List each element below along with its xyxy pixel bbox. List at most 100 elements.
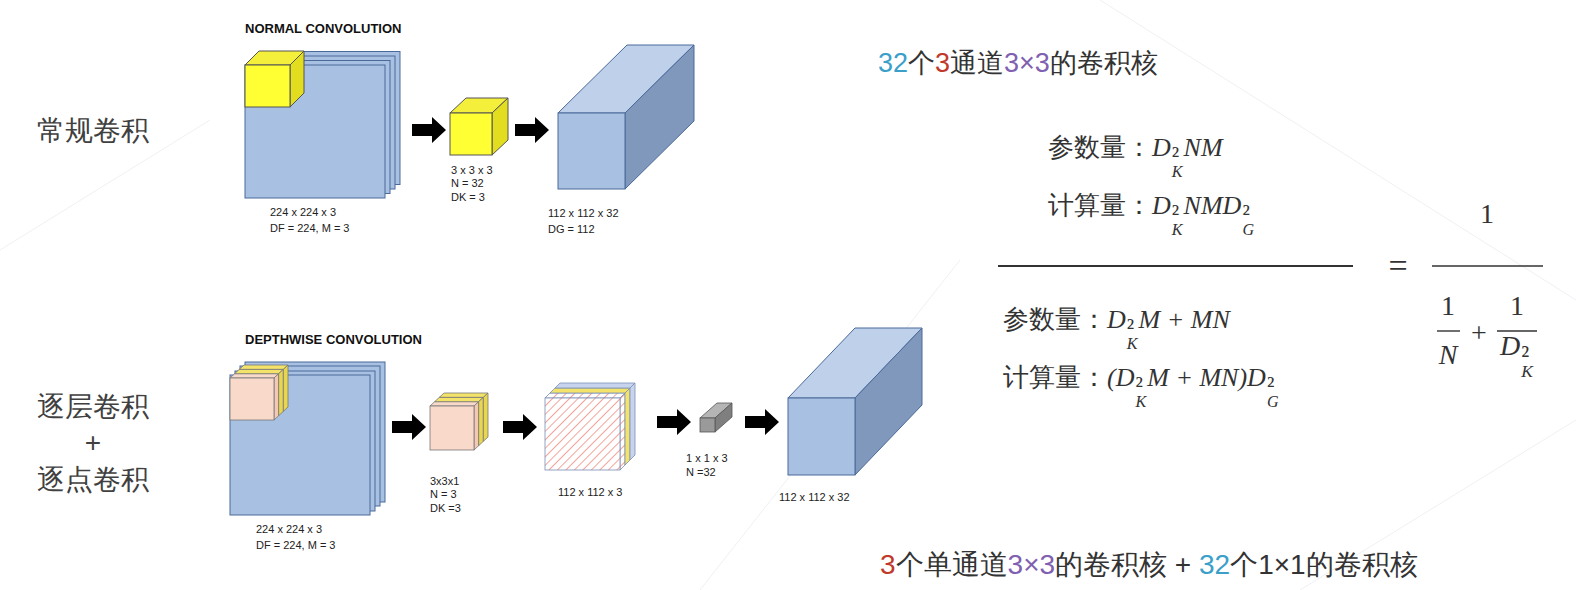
- kernel-cube: [430, 393, 488, 450]
- cube-face: [450, 113, 492, 155]
- text-run: M + MN)D: [1147, 363, 1266, 392]
- text-run: 32: [878, 48, 908, 78]
- flow-arrow: [392, 414, 426, 440]
- depthwise-output: [545, 383, 635, 470]
- dimension-label: N = 3: [430, 488, 457, 500]
- math-script: K²: [1521, 347, 1533, 381]
- math-subscript: G: [1242, 222, 1254, 238]
- math-subscript: K: [1172, 222, 1183, 238]
- dimension-label: DG = 112: [548, 223, 595, 235]
- kernel-cube: [230, 365, 288, 420]
- text-run: NMD: [1184, 191, 1242, 220]
- math-superscript: ²: [1521, 347, 1529, 363]
- cube-face: [555, 383, 635, 388]
- text-run: 个: [908, 48, 935, 78]
- math-superscript: ²: [1267, 378, 1274, 393]
- math-superscript: ²: [1242, 206, 1249, 221]
- cube-face: [625, 45, 694, 189]
- feature-layer: [230, 375, 370, 515]
- cube-face: [558, 113, 625, 189]
- cube-face: [274, 374, 279, 420]
- math-superscript: ²: [1135, 378, 1142, 393]
- cube-face: [230, 374, 279, 378]
- cube-face: [483, 393, 488, 441]
- fraction-term: DK²: [1500, 330, 1534, 381]
- cube-face: [855, 328, 922, 475]
- dimension-label: DK =3: [430, 502, 461, 514]
- text-run: D: [1152, 191, 1171, 220]
- text-run: 个1×1的卷积核: [1230, 549, 1418, 580]
- row-label: 常规卷积: [37, 113, 149, 149]
- math-subscript: K: [1172, 164, 1183, 180]
- cube-face: [435, 397, 484, 401]
- background-line: [1100, 0, 1576, 300]
- text-run: 通道: [950, 48, 1004, 78]
- dimension-label: DF = 224, M = 3: [256, 539, 335, 551]
- cube-face: [430, 406, 474, 450]
- figure-title: NORMAL CONVOLUTION: [245, 21, 401, 36]
- text-run: 3: [935, 48, 950, 78]
- dimension-label: 1 x 1 x 3: [686, 452, 728, 464]
- flow-arrow: [503, 414, 537, 440]
- dimension-label: 112 x 112 x 32: [548, 207, 619, 219]
- math-script: G²: [1267, 378, 1279, 409]
- text-run: (D: [1107, 363, 1134, 392]
- text-run: D: [1500, 330, 1520, 361]
- background-line: [700, 260, 960, 590]
- text-run: 个单通道: [896, 549, 1008, 580]
- kernel-note: 3个单通道3×3的卷积核 + 32个1×1的卷积核: [880, 546, 1418, 584]
- text-run: 参数量：: [1048, 132, 1152, 162]
- cube-face: [279, 369, 284, 415]
- cube-face: [788, 398, 855, 475]
- dimension-label: 3x3x1: [430, 475, 459, 487]
- cube-face: [239, 365, 288, 369]
- cube-face: [235, 369, 284, 373]
- fraction-term: 1: [1480, 198, 1494, 230]
- text-run: 3: [880, 549, 896, 580]
- math-subscript: K: [1127, 336, 1138, 352]
- flow-arrow: [657, 409, 691, 435]
- row-label: 逐层卷积 + 逐点卷积: [33, 389, 153, 498]
- formula: 参数量：DK²M + MN: [1003, 302, 1230, 352]
- input-stack: [230, 362, 385, 515]
- dimension-label: 3 x 3 x 3: [451, 164, 493, 176]
- feature-layer: [245, 65, 385, 198]
- cube-face: [230, 378, 274, 420]
- cube-face: [620, 393, 625, 470]
- text-run: 3×3: [1008, 549, 1056, 580]
- cube-face: [630, 383, 635, 460]
- flow-arrow: [745, 409, 779, 435]
- text-run: D: [1107, 305, 1126, 334]
- formula: 计算量：(DK²M + MN)DG²: [1003, 360, 1280, 410]
- cube-face: [492, 98, 508, 155]
- input-stack: [245, 52, 400, 199]
- math-script: K²: [1127, 320, 1138, 351]
- text-run: 32: [1199, 549, 1230, 580]
- dimension-label: DK = 3: [451, 191, 485, 203]
- fraction-bar: [1432, 265, 1543, 267]
- cube-face: [545, 393, 625, 398]
- cube-face: [474, 402, 479, 450]
- text-run: 参数量：: [1003, 304, 1107, 334]
- dimension-label: 224 x 224 x 3: [270, 206, 336, 218]
- text-run: 的卷积核 +: [1055, 549, 1199, 580]
- dimension-label: DF = 224, M = 3: [270, 222, 349, 234]
- fraction-term: 1: [1441, 290, 1455, 322]
- text-run: 3×3: [1004, 48, 1050, 78]
- cube-face: [439, 393, 488, 397]
- math-script: G²: [1242, 206, 1254, 237]
- formula: 参数量：DK²NM: [1048, 130, 1223, 180]
- cube-face: [245, 65, 290, 107]
- cube-face: [430, 402, 479, 406]
- dimension-label: 224 x 224 x 3: [256, 523, 322, 535]
- cube-face: [700, 418, 715, 432]
- math-script: K²: [1172, 148, 1183, 179]
- flow-arrow: [412, 117, 446, 143]
- kernel-cube: [245, 51, 304, 107]
- fraction-bar: [998, 265, 1353, 267]
- fraction-bar: [1437, 330, 1460, 331]
- text-run: N: [1439, 339, 1458, 370]
- pointwise-kernel: [700, 403, 732, 432]
